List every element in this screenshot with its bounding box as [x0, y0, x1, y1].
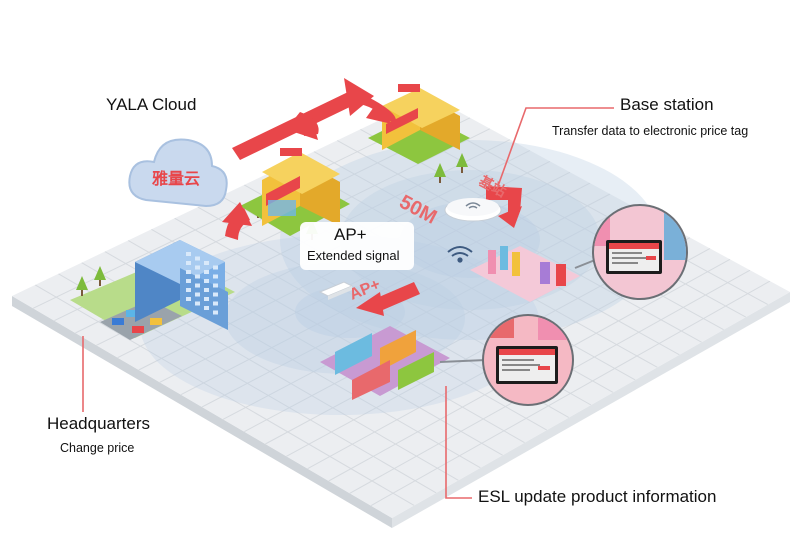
data-flow-arrows — [222, 78, 522, 316]
ap-label-card — [300, 222, 414, 270]
ap-title: AP+ — [334, 225, 367, 244]
base-station-description: Transfer data to electronic price tag — [552, 124, 749, 138]
building-window — [186, 297, 191, 301]
building-window — [213, 301, 218, 306]
building-window — [186, 270, 191, 274]
building-window — [195, 301, 200, 306]
ap-description: Extended signal — [307, 248, 400, 263]
building-window — [204, 261, 209, 265]
wifi-icon — [447, 246, 473, 263]
building-window — [213, 292, 218, 297]
building-window — [195, 265, 200, 270]
floor-grid-line — [370, 280, 771, 507]
building-window — [204, 288, 209, 292]
building-window — [195, 283, 200, 288]
esl-update-title: ESL update product information — [478, 487, 717, 506]
clothing-store — [470, 246, 580, 302]
building-window — [204, 279, 209, 283]
building-window — [195, 274, 200, 279]
cloud-title: YALA Cloud — [106, 95, 197, 114]
building-window — [213, 283, 218, 288]
floor-grid-line — [383, 117, 747, 318]
building-window — [186, 261, 191, 265]
building-window — [213, 310, 218, 315]
building-window — [186, 252, 191, 256]
esl-lens-supermarket — [439, 314, 574, 406]
wifi-router-icon — [444, 198, 502, 222]
building-window — [204, 306, 209, 310]
ap-device-icon — [318, 281, 354, 300]
callout-lines — [82, 107, 614, 499]
building-window — [204, 270, 209, 274]
supermarket-shelves — [320, 326, 450, 400]
cloud-icon: 雅量云 — [128, 138, 228, 208]
headquarters-title: Headquarters — [47, 414, 151, 433]
cloud-logo-text: 雅量云 — [151, 169, 200, 188]
headquarters-building — [135, 240, 228, 330]
building-window — [186, 288, 191, 292]
building-window — [186, 279, 191, 283]
building-window — [213, 265, 218, 270]
building-window — [195, 292, 200, 297]
base-station-title: Base station — [620, 95, 714, 114]
building-window — [204, 297, 209, 301]
building-window — [195, 256, 200, 261]
building-window — [213, 274, 218, 279]
headquarters-description: Change price — [60, 441, 135, 455]
store-front — [240, 148, 350, 236]
store-back — [368, 84, 470, 164]
esl-lens-clothing — [574, 204, 688, 300]
floor-grid-line — [406, 106, 769, 305]
